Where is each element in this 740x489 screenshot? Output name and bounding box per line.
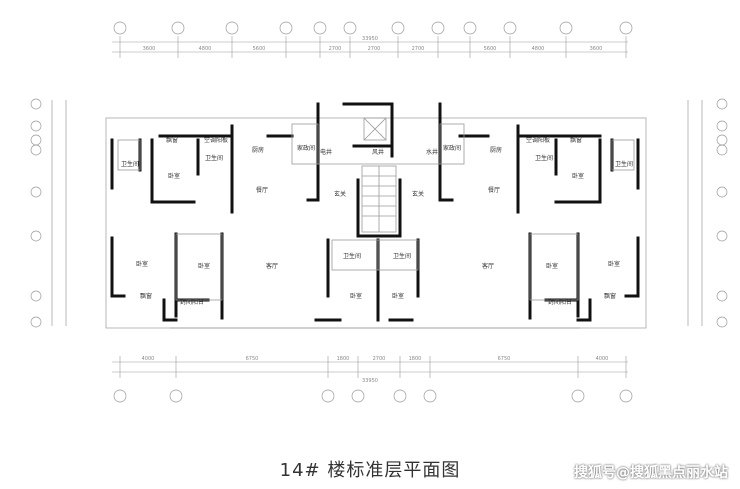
left-bed-mid-label: 卧室 — [198, 262, 210, 270]
left-bay-label: 飘窗 — [140, 292, 152, 300]
right-bed-big-label: 卧室 — [608, 260, 620, 268]
core-bed-left-label: 卧室 — [350, 292, 362, 300]
top-axis-markers — [113, 21, 633, 35]
core-shaft-label: 风井 — [372, 148, 384, 156]
top-total-dim: 33950 — [362, 36, 378, 42]
bottom-dim-6: 6750 — [498, 356, 511, 362]
right-balcony-label: 封闭阳台 — [548, 298, 572, 306]
right-living-label: 客厅 — [482, 262, 494, 270]
right-bath2-label: 卫生间 — [535, 154, 553, 162]
bottom-dim-1: 4000 — [142, 356, 155, 362]
core-hall-right-label: 玄关 — [412, 190, 424, 198]
plan-title: 14# 楼标准层平面图 — [279, 460, 461, 481]
right-ac-label: 空调阳板 — [526, 136, 550, 144]
left-bath2-label: 卫生间 — [205, 154, 223, 162]
right-dining-label: 餐厅 — [488, 186, 500, 194]
top-dim-6: 2700 — [412, 46, 425, 52]
core-bed-right-label: 卧室 — [392, 292, 404, 300]
thin-walls — [117, 117, 635, 301]
left-bed-big-label: 卧室 — [136, 260, 148, 268]
side-axis-markers — [30, 98, 728, 328]
top-dim-1: 3600 — [143, 46, 156, 52]
left-study-label: 飘窗 — [166, 136, 178, 144]
core-duct-right-label: 水井 — [426, 148, 438, 156]
bottom-dim-5: 1800 — [409, 356, 422, 362]
left-kitchen-label: 厨房 — [252, 146, 264, 154]
top-dim-5: 2700 — [368, 46, 381, 52]
left-balcony-label: 封闭阳台 — [180, 298, 204, 306]
top-dim-2: 4800 — [199, 46, 212, 52]
left-family-label: 家政间 — [297, 144, 315, 152]
bottom-axis-markers — [113, 389, 633, 403]
top-dim-3: 5600 — [253, 46, 266, 52]
walls — [110, 102, 640, 322]
left-living-label: 客厅 — [266, 262, 278, 270]
right-bay-label: 飘窗 — [604, 292, 616, 300]
left-bath1-label: 卫生间 — [121, 160, 139, 168]
left-ac-label: 空调阳板 — [204, 136, 228, 144]
top-dimension-lines — [112, 36, 628, 58]
watermark: 搜狐号@搜狐黑点丽水站 — [574, 465, 728, 481]
right-study-label: 飘窗 — [570, 136, 582, 144]
right-family-label: 家政间 — [443, 144, 461, 152]
left-dining-label: 餐厅 — [256, 186, 268, 194]
elevator-shaft — [363, 117, 387, 141]
staircase — [361, 165, 397, 233]
top-dim-4: 2700 — [329, 46, 342, 52]
right-kitchen-label: 厨房 — [490, 146, 502, 154]
core-duct-left-label: 电井 — [320, 148, 332, 156]
floor-plan: 33950 3600 4800 5600 2700 2700 2700 5600… — [30, 21, 728, 403]
bottom-dimension-lines — [112, 356, 628, 378]
bottom-dim-2: 6750 — [246, 356, 259, 362]
bottom-dim-7: 4000 — [596, 356, 609, 362]
bottom-dim-3: 1800 — [337, 356, 350, 362]
core-bath-right-label: 卫生间 — [393, 252, 411, 260]
top-dim-7: 5600 — [484, 46, 497, 52]
right-bed-small-label: 卧室 — [572, 172, 584, 180]
right-bath1-label: 卫生间 — [615, 160, 633, 168]
top-dim-9: 3600 — [590, 46, 603, 52]
top-dim-8: 4800 — [532, 46, 545, 52]
bottom-dim-4: 2700 — [373, 356, 386, 362]
core-hall-left-label: 玄关 — [334, 190, 346, 198]
right-bed-mid-label: 卧室 — [546, 262, 558, 270]
left-bed-small-label: 卧室 — [168, 172, 180, 180]
core-bath-left-label: 卫生间 — [343, 252, 361, 260]
bottom-total-dim: 33950 — [362, 378, 378, 384]
